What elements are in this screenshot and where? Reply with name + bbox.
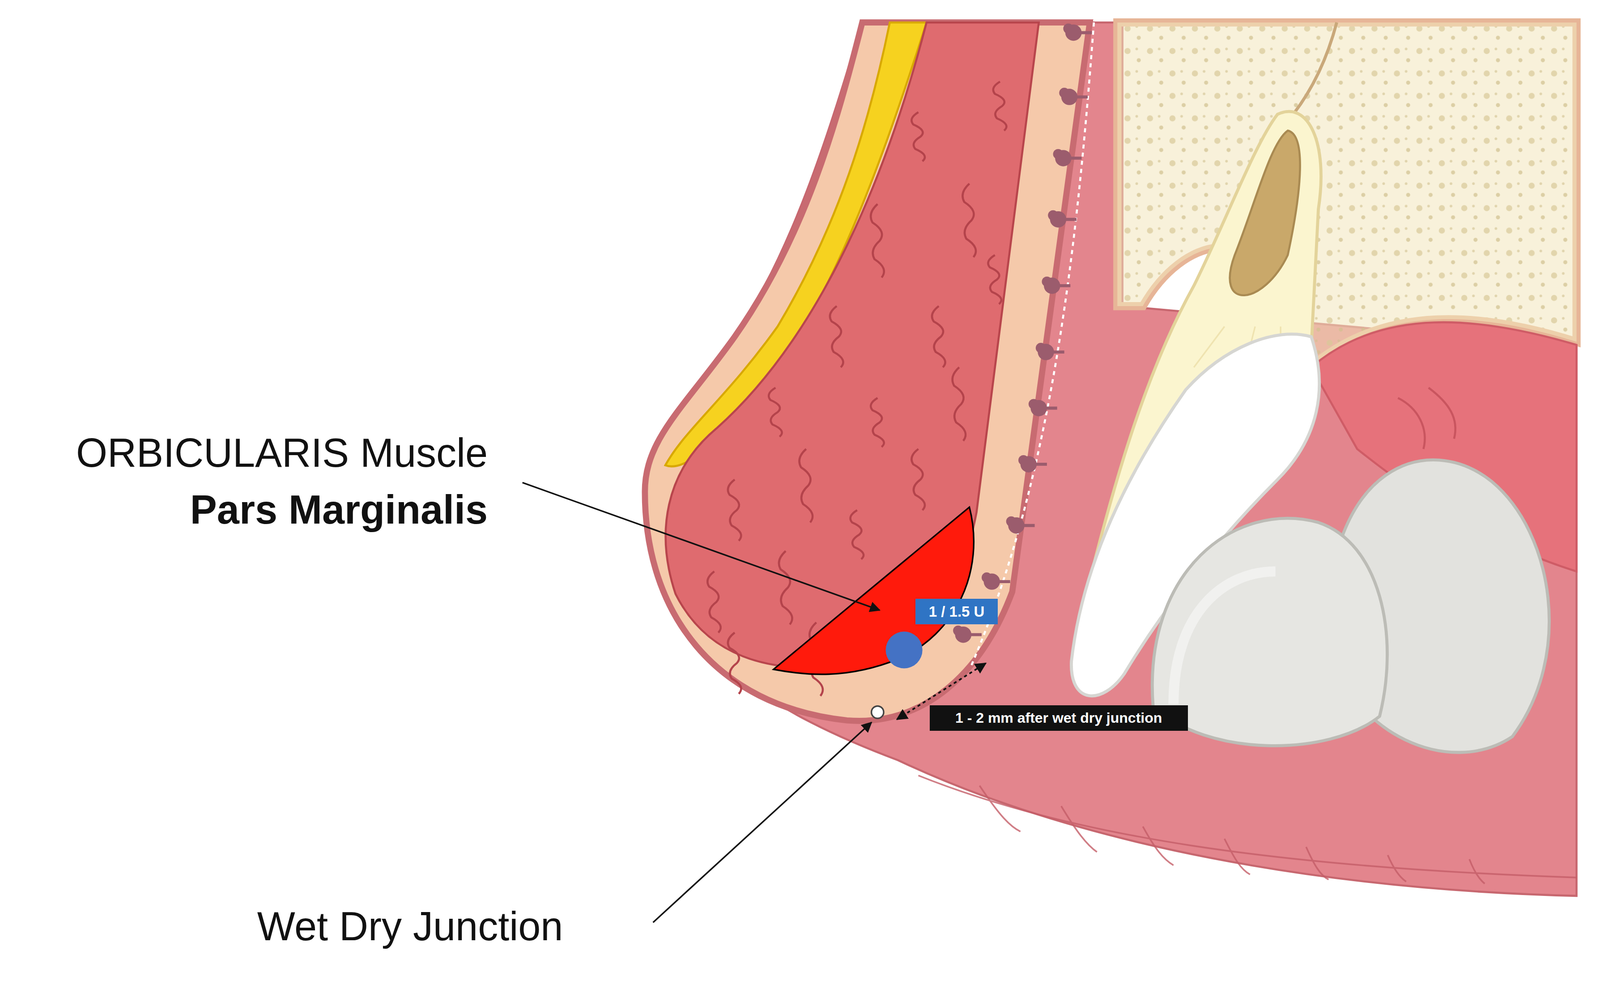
tag-text: 1 - 2 mm after wet dry junction <box>955 709 1162 727</box>
muscle-label: ORBICULARIS Muscle <box>76 432 488 473</box>
tag-text: 1 / 1.5 U <box>928 603 985 621</box>
junction-label: Wet Dry Junction <box>257 906 564 947</box>
dimension-tag: 1 - 2 mm after wet dry junction <box>929 705 1188 731</box>
dose-tag: 1 / 1.5 U <box>915 598 999 625</box>
muscle-part-label: Pars Marginalis <box>190 489 488 530</box>
